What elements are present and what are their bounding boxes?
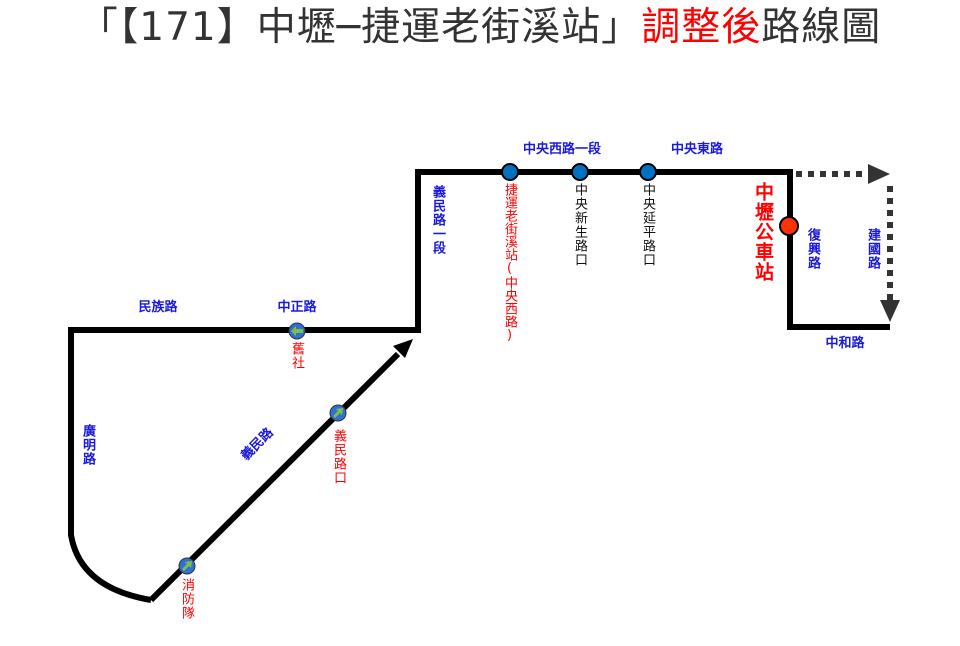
stop-marker-mrt-laojiexi[interactable]: [501, 163, 519, 181]
dotted-arrow-right-icon: [868, 164, 890, 184]
stop-label-yimin-junction: 義民路口: [331, 429, 346, 485]
arrow-up-right-icon: [182, 561, 192, 571]
road-label-jianguo: 建國路: [865, 228, 880, 270]
stop-label-zhongyang-yanping: 中央延平路口: [640, 183, 655, 267]
route-line-top: [415, 169, 890, 333]
title-prefix: 「【171】中壢─捷運老街溪站」: [78, 5, 642, 50]
title-suffix: 路線圖: [761, 5, 882, 50]
road-label-yimin-sec1: 義民路一段: [430, 185, 445, 255]
arrow-up-right-icon: [333, 408, 343, 418]
dotted-arrow-down-icon: [880, 300, 900, 322]
stop-marker-zhongli-bus-station[interactable]: [779, 216, 799, 236]
page-title: 「【171】中壢─捷運老街溪站」調整後路線圖: [0, 0, 960, 56]
title-highlight: 調整後: [641, 5, 762, 50]
road-label-fuxing: 復興路: [805, 228, 820, 270]
road-label-zhonghe: 中和路: [825, 336, 865, 351]
stop-marker-jiushe[interactable]: [288, 322, 306, 340]
stop-marker-zhongyang-yanping[interactable]: [639, 163, 657, 181]
arrow-left-icon: [291, 326, 303, 336]
road-label-zhongyang-west-sec1: 中央西路一段: [522, 142, 602, 157]
stop-marker-fire-station[interactable]: [178, 557, 196, 575]
stop-label-zhongli-bus-station: 中壢公車站: [752, 182, 774, 282]
stop-marker-yimin-junction[interactable]: [329, 404, 347, 422]
stop-label-jiushe: 舊社: [289, 342, 304, 370]
route-line-main: [68, 327, 418, 603]
road-label-minzu: 民族路: [138, 300, 178, 315]
stop-label-fire-station: 消防隊: [179, 578, 194, 620]
road-label-zhongyang-east: 中央東路: [670, 142, 724, 157]
road-label-zhongzheng: 中正路: [277, 300, 317, 315]
route-line-diagonal: [148, 351, 401, 603]
stop-label-zhongyang-xinsheng: 中央新生路口: [572, 183, 587, 267]
road-label-guangming: 廣明路: [80, 424, 95, 466]
stop-marker-zhongyang-xinsheng[interactable]: [571, 163, 589, 181]
route-arrow-diagonal: [393, 339, 413, 358]
stop-label-mrt-laojiexi: 捷運老街溪站(中央西路): [502, 183, 517, 343]
